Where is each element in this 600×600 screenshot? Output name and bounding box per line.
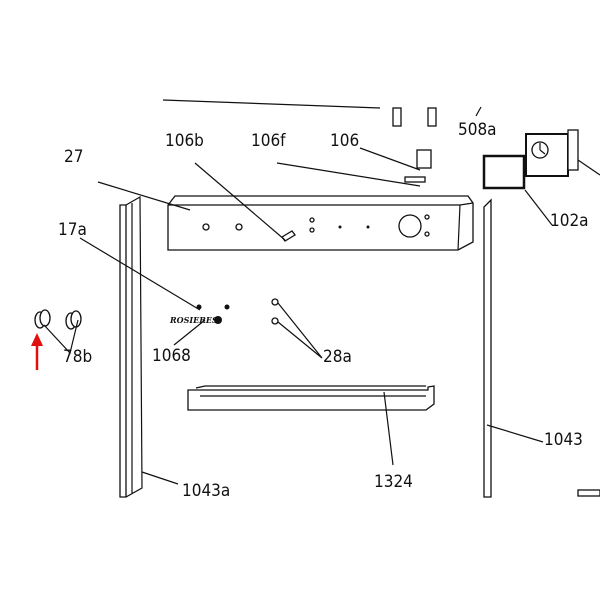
bracket-part (392, 107, 402, 127)
part-label-508a: 508a (458, 120, 497, 140)
part-label-1324: 1324 (374, 472, 413, 492)
knob-part (34, 309, 82, 330)
part-label-1043a: 1043a (182, 481, 230, 501)
side-frame-right (483, 198, 492, 498)
side-frame-left (119, 195, 143, 498)
control-panel-part (167, 195, 474, 251)
blank-area (0, 502, 600, 600)
brand-badge: ROSIERES (169, 315, 218, 325)
part-label-102a: 102a (550, 211, 589, 231)
bottom-strip-part (187, 385, 435, 411)
part-label-106f: 106f (251, 131, 286, 151)
bracket-part (427, 107, 437, 127)
timer-cover-part (482, 154, 526, 190)
part-label-28a: 28a (323, 347, 352, 367)
part-label-106: 106 (330, 131, 359, 151)
timer-part (525, 129, 579, 177)
part-label-106b: 106b (165, 131, 204, 151)
part-label-17a: 17a (58, 220, 87, 240)
part-label-1068: 1068 (152, 346, 191, 366)
clip-part (404, 176, 426, 183)
part-label-78b: 78b (63, 347, 92, 367)
highlight-arrow-icon (31, 333, 43, 370)
switch-part (416, 149, 432, 169)
leader-lines (43, 99, 600, 485)
part-label-1043: 1043 (544, 430, 583, 450)
part-label-27: 27 (64, 147, 83, 167)
